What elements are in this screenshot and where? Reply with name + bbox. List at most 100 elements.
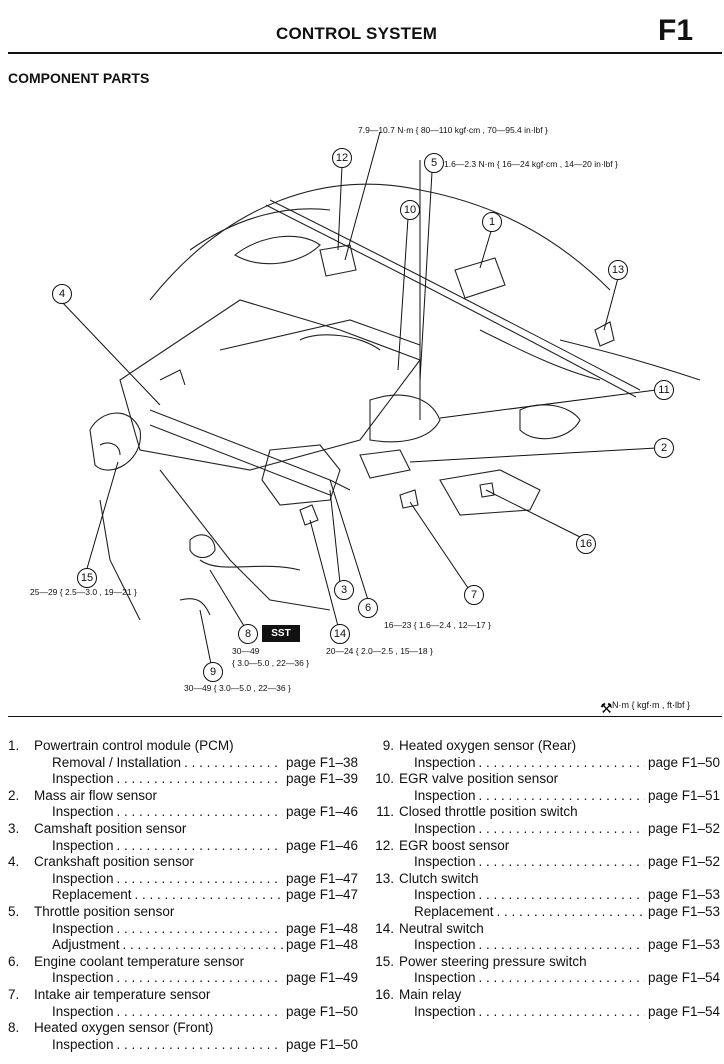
sub-item: Adjustment. . . . . . . . . . . . . . . …	[8, 937, 358, 954]
leader-dots: . . . . . . . . . . . . . . . . . . . . …	[478, 1003, 645, 1019]
sub-item: Inspection. . . . . . . . . . . . . . . …	[364, 1004, 720, 1021]
item-number: 9.	[382, 738, 394, 753]
callout-5: 5	[424, 153, 444, 173]
torque-spec-8: 30—49	[232, 646, 260, 656]
sub-item: Inspection. . . . . . . . . . . . . . . …	[364, 887, 720, 904]
page-ref: page F1–53	[647, 903, 720, 919]
leader-dots: . . . . . . . . . . . . . . . . . . . . …	[116, 804, 283, 820]
sub-item: Inspection. . . . . . . . . . . . . . . …	[8, 970, 358, 987]
callout-12: 12	[332, 148, 352, 168]
list-item: 5.Throttle position sensor	[8, 904, 358, 921]
item-name: Power steering pressure switch	[399, 953, 587, 969]
sub-item-label: Inspection	[414, 820, 476, 836]
item-name: Powertrain control module (PCM)	[34, 738, 234, 753]
item-name: Closed throttle position switch	[399, 804, 578, 820]
item-name: Clutch switch	[399, 870, 479, 886]
item-number: 15.	[375, 953, 394, 969]
page-ref: page F1–46	[285, 804, 358, 820]
item-name: Intake air temperature sensor	[34, 986, 211, 1002]
callout-14: 14	[330, 624, 350, 644]
callout-15: 15	[77, 568, 97, 588]
item-name: Neutral switch	[399, 920, 484, 936]
page-ref: page F1–48	[285, 937, 358, 953]
sub-item: Inspection. . . . . . . . . . . . . . . …	[364, 821, 720, 838]
item-name: EGR valve position sensor	[399, 771, 559, 787]
leader-dots: . . . . . . . . . . . . . . . . . . . . …	[478, 854, 645, 870]
item-name: Main relay	[399, 986, 462, 1002]
sst-badge: SST	[262, 625, 300, 642]
sub-item: Removal / Installation. . . . . . . . . …	[8, 755, 358, 772]
section-code: F1	[658, 14, 694, 47]
item-number: 11.	[376, 804, 394, 820]
page-ref: page F1–54	[647, 1003, 720, 1019]
item-number: 1.	[8, 738, 20, 753]
page-ref: page F1–50	[285, 1003, 358, 1019]
item-number: 4.	[8, 854, 20, 870]
torque-spec-5: 1.6—2.3 N·m { 16—24 kgf·cm , 14—20 in·lb…	[444, 159, 618, 169]
page-ref: page F1–47	[285, 887, 358, 903]
sub-item: Replacement. . . . . . . . . . . . . . .…	[364, 904, 720, 921]
callout-6: 6	[358, 598, 378, 618]
leader-dots: . . . . . . . . . . . . . . . . . . . . …	[478, 937, 645, 953]
item-number: 8.	[8, 1020, 20, 1036]
sub-item-label: Removal / Installation	[52, 754, 182, 770]
leader-dots: . . . . . . . . . . . . . . . . . . . . …	[122, 937, 283, 953]
item-number: 10.	[375, 771, 394, 787]
parts-list-right: 9.Heated oxygen sensor (Rear) Inspection…	[364, 738, 720, 1020]
list-item: 1. Powertrain control module (PCM)	[8, 738, 358, 755]
page-ref: page F1–38	[285, 754, 358, 770]
leader-dots: . . . . . . . . . . . . . . . . . . . . …	[116, 1036, 283, 1052]
sub-item-label: Inspection	[52, 804, 114, 820]
sub-item: Inspection. . . . . . . . . . . . . . . …	[8, 804, 358, 821]
sub-item: Inspection. . . . . . . . . . . . . . . …	[364, 788, 720, 805]
callout-16: 16	[576, 534, 596, 554]
item-name: EGR boost sensor	[399, 837, 510, 853]
torque-spec-8-detail: { 3.0—5.0 , 22—36 }	[232, 658, 310, 668]
leader-dots: . . . . . . . . . . . . . . . . . . . . …	[478, 820, 645, 836]
sub-item-label: Inspection	[52, 970, 114, 986]
page-ref: page F1–50	[647, 754, 720, 770]
sub-item: Inspection. . . . . . . . . . . . . . . …	[8, 838, 358, 855]
callout-7: 7	[464, 585, 484, 605]
leader-dots: . . . . . . . . . . . . . . . . . . . . …	[116, 870, 283, 886]
leader-dots: . . . . . . . . . . . . . . . . . . . . …	[116, 771, 283, 787]
item-number: 7.	[8, 986, 20, 1002]
list-item: 4.Crankshaft position sensor	[8, 854, 358, 871]
sub-item-label: Inspection	[52, 920, 114, 936]
list-item: 11. Closed throttle position switch	[364, 804, 720, 821]
item-name: Camshaft position sensor	[34, 820, 187, 836]
callout-9: 9	[203, 662, 223, 682]
page-ref: page F1–48	[285, 920, 358, 936]
sub-item-label: Replacement	[52, 887, 132, 903]
page-ref: page F1–53	[647, 887, 720, 903]
item-number: 12.	[375, 837, 394, 853]
leader-dots: . . . . . . . . . . . . . . . . . . . . …	[116, 970, 283, 986]
page-ref: page F1–47	[285, 870, 358, 886]
sub-item-label: Inspection	[414, 1003, 476, 1019]
torque-spec-6: 16—23 { 1.6—2.4 , 12—17 }	[384, 620, 491, 630]
sub-item-label: Inspection	[52, 1036, 114, 1052]
sub-item-label: Inspection	[414, 854, 476, 870]
sub-item: Inspection. . . . . . . . . . . . . . . …	[364, 755, 720, 772]
sub-item-label: Inspection	[52, 837, 114, 853]
list-item: 7. Intake air temperature sensor	[8, 987, 358, 1004]
callout-3: 3	[334, 580, 354, 600]
engine-illustration	[89, 160, 701, 621]
item-number: 5.	[8, 903, 20, 919]
leader-lines	[61, 131, 657, 665]
item-number: 2.	[8, 787, 20, 803]
leader-dots: . . . . . . . . . . . . . . . . . . . . …	[478, 787, 645, 803]
page-ref: page F1–52	[647, 854, 720, 870]
page-ref: page F1–53	[647, 937, 720, 953]
page-ref: page F1–54	[647, 970, 720, 986]
sub-item: Inspection. . . . . . . . . . . . . . . …	[8, 921, 358, 938]
list-item: 13.Clutch switch	[364, 871, 720, 888]
torque-spec-15: 25—29 { 2.5—3.0 , 19—21 }	[30, 587, 137, 597]
page-ref: page F1–49	[285, 970, 358, 986]
sub-item-label: Inspection	[52, 870, 114, 886]
item-name: Mass air flow sensor	[34, 787, 158, 803]
sub-item: Inspection. . . . . . . . . . . . . . . …	[8, 1004, 358, 1021]
engine-diagram: ⚒	[61, 131, 701, 715]
leader-dots: . . . . . . . . . . . . . . . . . . . . …	[116, 1003, 283, 1019]
list-item: 12. EGR boost sensor	[364, 838, 720, 855]
